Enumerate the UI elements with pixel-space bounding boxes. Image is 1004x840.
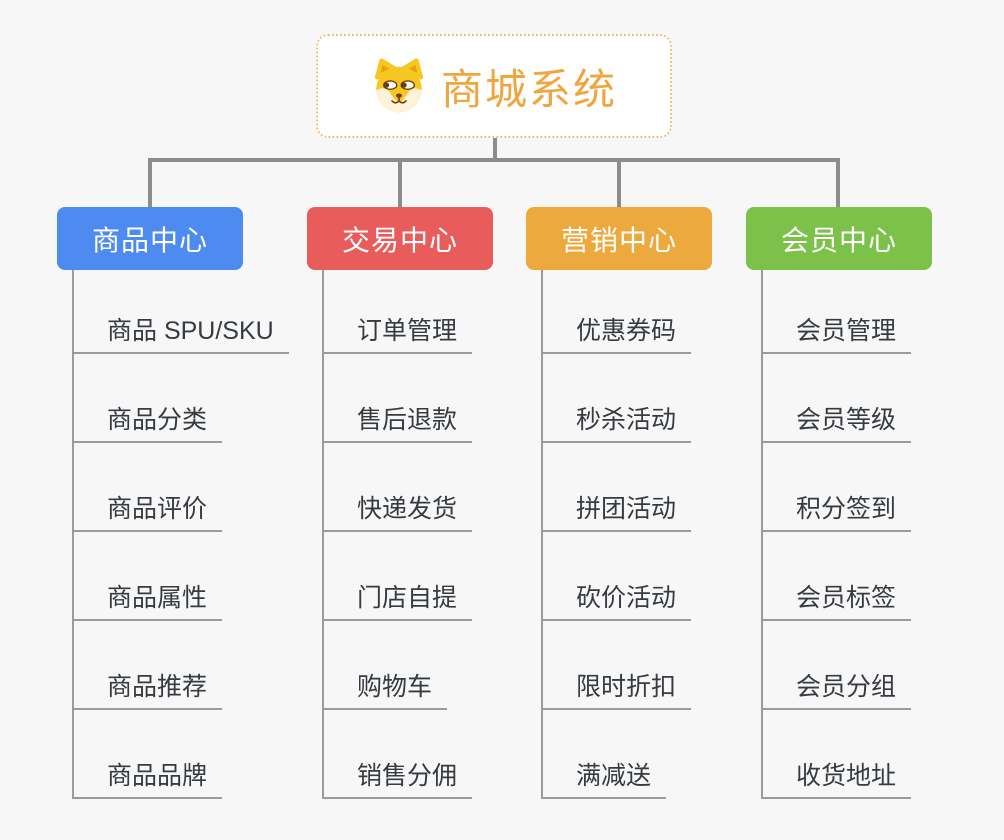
item-label: 砍价活动 (543, 578, 692, 621)
item-label: 商品 SPU/SKU (74, 311, 289, 354)
branch-items-products: 商品 SPU/SKU 商品分类 商品评价 商品属性 商品推荐 商品品牌 (72, 270, 289, 799)
item-label: 拼团活动 (543, 489, 692, 532)
branch-items-member: 会员管理 会员等级 积分签到 会员标签 会员分组 收货地址 (761, 270, 912, 799)
item-label: 积分签到 (763, 489, 912, 532)
mindmap-item[interactable]: 会员等级 (763, 354, 912, 443)
item-label: 会员管理 (763, 311, 912, 354)
mindmap-item[interactable]: 商品评价 (74, 443, 289, 532)
mindmap-item[interactable]: 拼团活动 (543, 443, 692, 532)
mindmap-item[interactable]: 会员分组 (763, 621, 912, 710)
mindmap-item[interactable]: 优惠券码 (543, 270, 692, 354)
mindmap-item[interactable]: 商品 SPU/SKU (74, 270, 289, 354)
connector-drop-trade (398, 160, 402, 207)
mindmap-item[interactable]: 砍价活动 (543, 532, 692, 621)
mindmap-item[interactable]: 商品属性 (74, 532, 289, 621)
item-label: 商品属性 (74, 578, 223, 621)
root-node[interactable]: 商城系统 (316, 34, 672, 138)
mindmap-item[interactable]: 限时折扣 (543, 621, 692, 710)
branch-label: 商品中心 (91, 224, 208, 256)
item-label: 收货地址 (763, 756, 912, 799)
mindmap-item[interactable]: 满减送 (543, 710, 691, 799)
mindmap-item[interactable]: 快递发货 (324, 443, 473, 532)
mindmap-item[interactable]: 会员管理 (763, 270, 912, 354)
connector-root-drop (493, 138, 497, 160)
mindmap-item[interactable]: 收货地址 (763, 710, 912, 799)
item-label: 限时折扣 (543, 667, 692, 710)
item-label: 快递发货 (324, 489, 473, 532)
mindmap-item[interactable]: 门店自提 (324, 532, 473, 621)
branch-label: 营销中心 (560, 224, 677, 256)
mindmap-item[interactable]: 购物车 (324, 621, 472, 710)
branch-items-marketing: 优惠券码 秒杀活动 拼团活动 砍价活动 限时折扣 满减送 (541, 270, 692, 799)
item-label: 门店自提 (324, 578, 473, 621)
connector-drop-products (148, 160, 152, 207)
mindmap-item[interactable]: 销售分佣 (324, 710, 473, 799)
mindmap-item[interactable]: 商品推荐 (74, 621, 289, 710)
mindmap-item[interactable]: 商品分类 (74, 354, 289, 443)
branch-box-member[interactable]: 会员中心 (746, 207, 932, 270)
mindmap-item[interactable]: 秒杀活动 (543, 354, 692, 443)
item-label: 售后退款 (324, 400, 473, 443)
item-label: 订单管理 (324, 311, 473, 354)
mindmap-item[interactable]: 售后退款 (324, 354, 473, 443)
item-label: 会员分组 (763, 667, 912, 710)
item-label: 商品分类 (74, 400, 223, 443)
mindmap-item[interactable]: 会员标签 (763, 532, 912, 621)
item-label: 优惠券码 (543, 311, 692, 354)
item-label: 商品推荐 (74, 667, 223, 710)
connector-rail (148, 158, 840, 162)
item-label: 会员等级 (763, 400, 912, 443)
item-label: 销售分佣 (324, 756, 473, 799)
branch-box-marketing[interactable]: 营销中心 (526, 207, 712, 270)
item-label: 商品评价 (74, 489, 223, 532)
dog-face-icon (374, 58, 424, 113)
branch-label: 交易中心 (341, 224, 458, 256)
root-title: 商城系统 (440, 65, 617, 113)
mindmap-item[interactable]: 商品品牌 (74, 710, 289, 799)
mindmap-item[interactable]: 积分签到 (763, 443, 912, 532)
branch-items-trade: 订单管理 售后退款 快递发货 门店自提 购物车 销售分佣 (322, 270, 473, 799)
branch-box-products[interactable]: 商品中心 (57, 207, 243, 270)
branch-box-trade[interactable]: 交易中心 (307, 207, 493, 270)
connector-drop-member (836, 160, 840, 207)
item-label: 秒杀活动 (543, 400, 692, 443)
item-label: 购物车 (324, 667, 448, 710)
connector-drop-marketing (617, 160, 621, 207)
item-label: 会员标签 (763, 578, 912, 621)
item-label: 商品品牌 (74, 756, 223, 799)
branch-label: 会员中心 (780, 224, 897, 256)
item-label: 满减送 (543, 756, 667, 799)
mindmap-item[interactable]: 订单管理 (324, 270, 473, 354)
